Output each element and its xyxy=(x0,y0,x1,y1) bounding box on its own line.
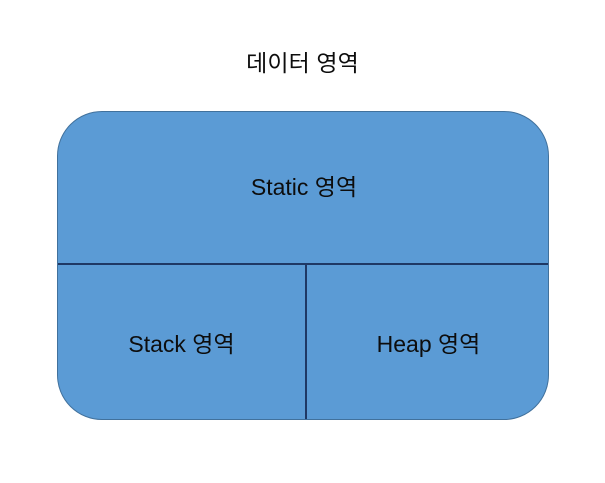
region-label-stack: Stack 영역 xyxy=(128,331,235,357)
region-label-static: Static 영역 xyxy=(250,174,358,200)
memory-block: Static 영역 Stack 영역 Heap 영역 xyxy=(57,111,549,420)
vertical-divider xyxy=(305,265,307,419)
region-label-heap: Heap 영역 xyxy=(376,331,481,357)
page-title: 데이터 영역 xyxy=(246,50,359,76)
horizontal-divider xyxy=(58,263,548,265)
